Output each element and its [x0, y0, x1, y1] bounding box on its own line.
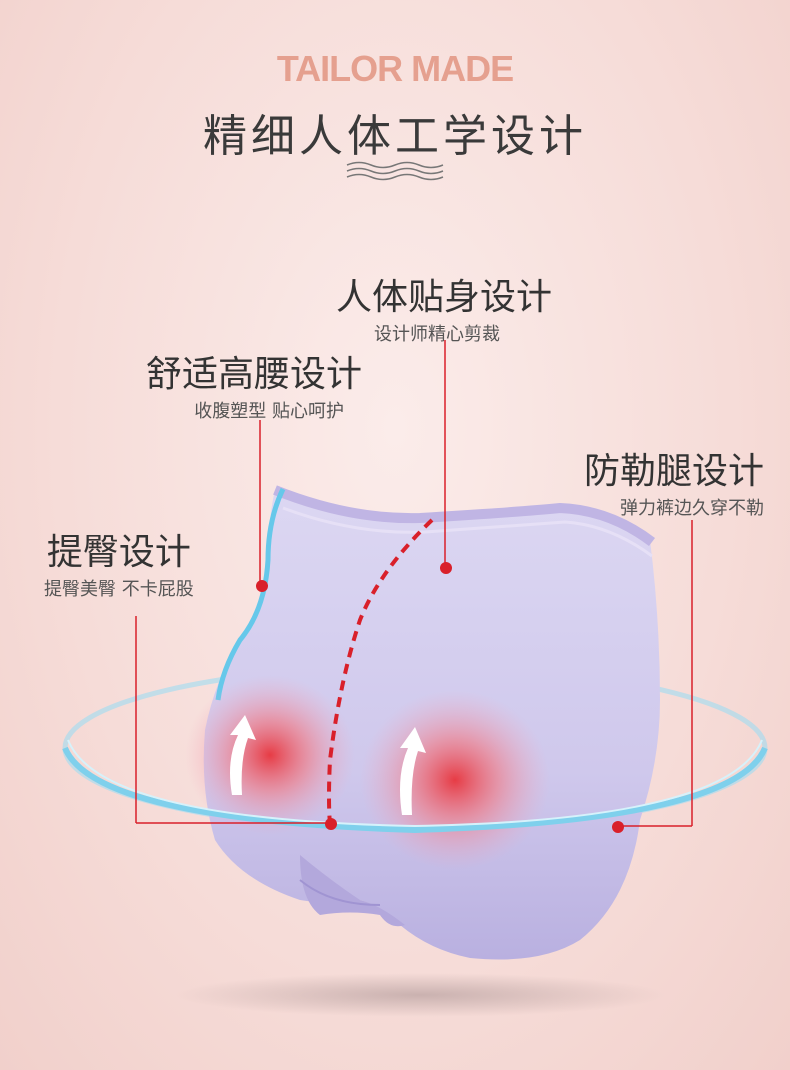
brand-heading: TAILOR MADE [276, 48, 514, 89]
callout-title: 人体贴身设计 [336, 277, 553, 318]
callout-subtitle: 设计师精心剪裁 [374, 324, 500, 345]
callout-anti-tight-leg: 防勒腿设计 弹力裤边久穿不勒 [584, 442, 764, 520]
callout-body-fit: 人体贴身设计 设计师精心剪裁 [336, 268, 552, 346]
marker-dot [256, 580, 268, 592]
center-seam-dashed [327, 518, 434, 826]
arrow-up-icon [400, 727, 426, 815]
marker-dot [612, 821, 624, 833]
callout-subtitle: 弹力裤边久穿不勒 [620, 498, 765, 519]
hip-glow-left [185, 675, 355, 835]
side-stripe [215, 487, 286, 701]
arrow-up-icon [230, 715, 256, 795]
page-title: 精细人体工学设计 [203, 111, 587, 162]
floor-shadow [175, 973, 665, 1017]
callout-high-waist: 舒适高腰设计 收腹塑型 贴心呵护 [146, 345, 362, 423]
wave-divider-icon [346, 161, 444, 181]
callout-title: 防勒腿设计 [584, 451, 765, 492]
marker-dot [325, 818, 337, 830]
callout-hip-lift: 提臀设计 提臀美臀 不卡屁股 [44, 523, 194, 601]
callout-title: 舒适高腰设计 [146, 354, 363, 395]
ring-front [62, 746, 768, 834]
callout-subtitle: 收腹塑型 贴心呵护 [194, 401, 345, 422]
marker-dot [440, 562, 452, 574]
hip-glow-right [360, 690, 550, 870]
gusset [300, 855, 405, 927]
waistband [273, 485, 656, 546]
callout-subtitle: 提臀美臀 不卡屁股 [44, 579, 194, 600]
callout-title: 提臀设计 [46, 532, 191, 573]
